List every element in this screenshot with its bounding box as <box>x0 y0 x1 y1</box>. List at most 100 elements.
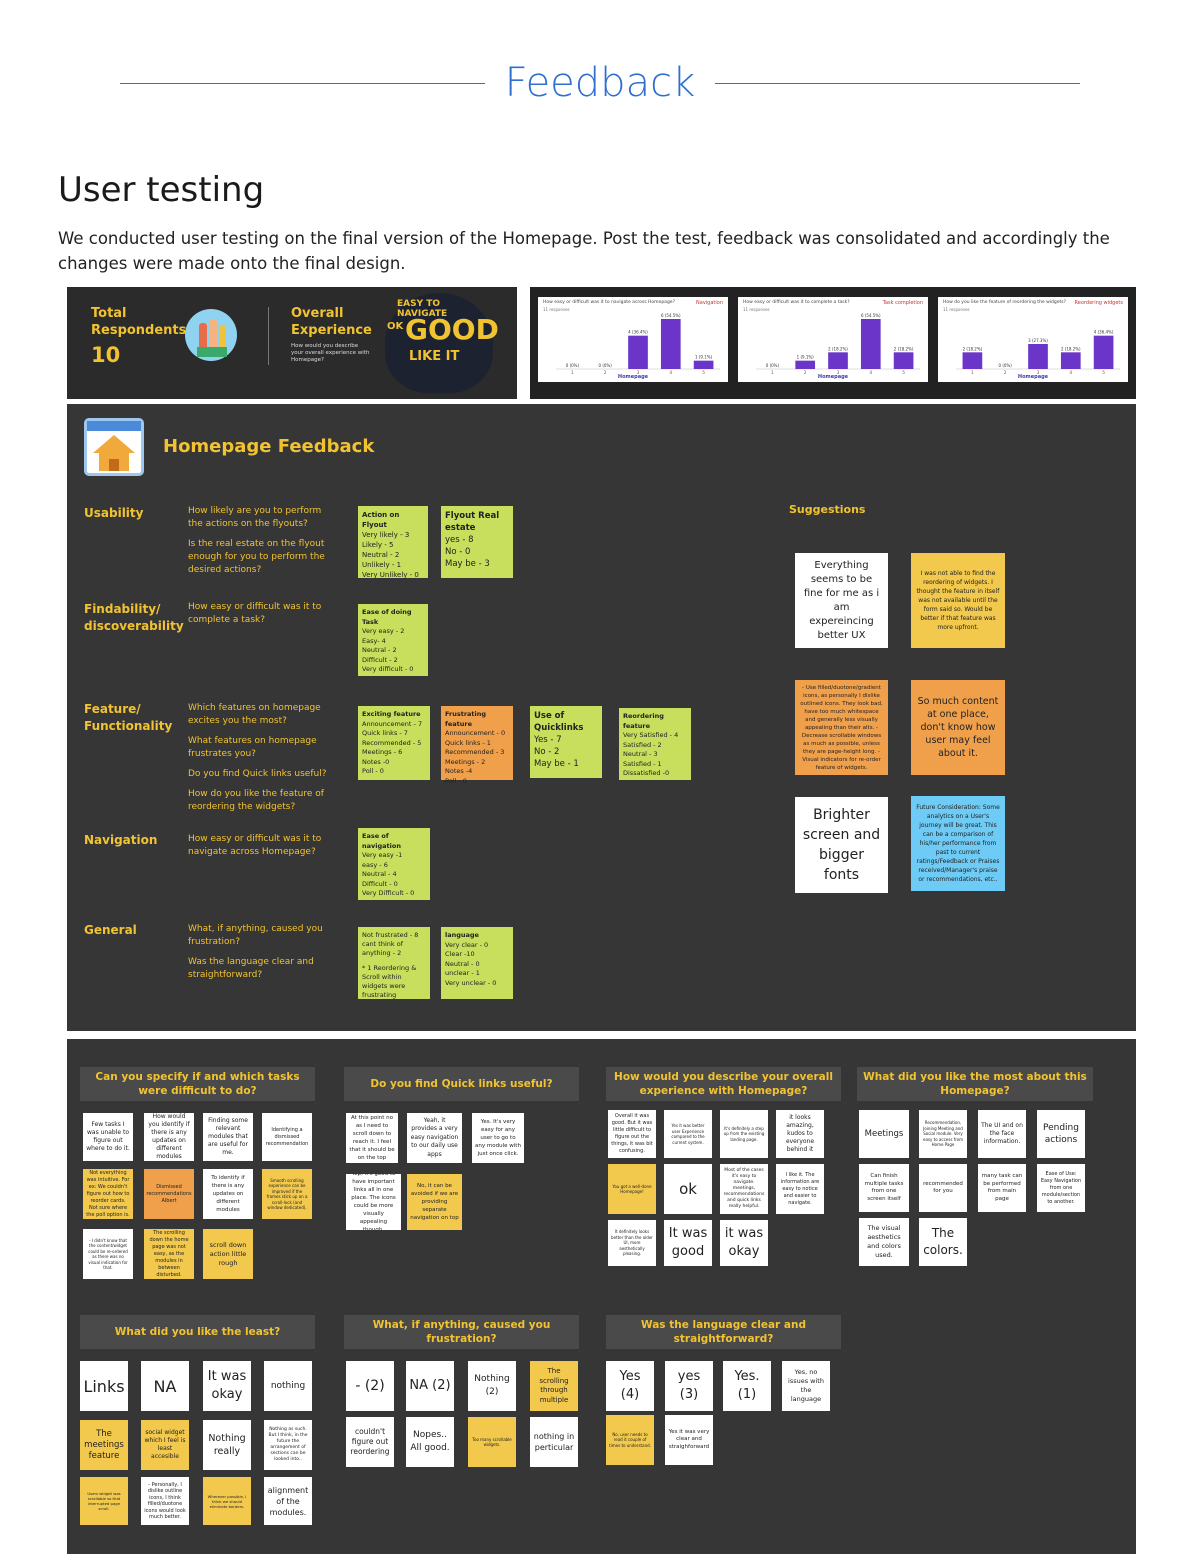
chart-bar <box>693 360 714 369</box>
questions-general: What, if anything, caused you frustratio… <box>188 924 323 980</box>
sticky-note: No, it can be avoided if we are providin… <box>407 1174 462 1230</box>
section-intro: We conducted user testing on the final v… <box>58 229 1110 273</box>
sticky-note: Yes, no issues with the language <box>782 1361 830 1411</box>
chart-tick-label: 3 <box>837 370 840 375</box>
chart-tick-label: 2 <box>804 370 807 375</box>
chart-bar <box>795 360 816 369</box>
sticky-note: Ease of Use: Easy Navigation from one mo… <box>1037 1164 1085 1212</box>
sticky-note: Dismissed recommendations Albert <box>144 1169 194 1219</box>
sticky-note: Nopes.. All good. <box>406 1417 454 1467</box>
chart-bar <box>1060 352 1081 369</box>
column-header: What did you like the most about this Ho… <box>857 1067 1093 1101</box>
divider-left <box>120 83 485 84</box>
sticky-note: couldn't figure out reordering <box>346 1417 394 1467</box>
chart-data-label: 0 (0%) <box>766 363 780 368</box>
chart-data-label: 3 (27.3%) <box>1028 338 1048 343</box>
questions-navigation: How easy or difficult was it to navigate… <box>188 834 322 857</box>
sticky-note: It definitely looks better than the olde… <box>608 1220 656 1266</box>
sticky-note: nothing <box>264 1361 312 1411</box>
category-general: General <box>84 923 137 937</box>
column-header: How would you describe your overall expe… <box>606 1067 841 1101</box>
sticky-note: Nothing (2) <box>468 1361 516 1411</box>
feedback-header: Feedback <box>0 60 1200 110</box>
chart-tick-label: 4 <box>870 370 873 375</box>
sticky-note: You got a well-done Homepage! <box>608 1164 656 1214</box>
sticky-note: social widget which I feel is least acce… <box>141 1420 189 1470</box>
wordcloud: EASY TO NAVIGATE OK GOOD LIKE IT <box>385 293 499 393</box>
chart-data-label: 1 (9.1%) <box>695 355 713 360</box>
chart-bar <box>660 319 681 369</box>
sticky-note: - I didn't know that the content/widget … <box>83 1229 133 1279</box>
suggestion-note: I was not able to find the reordering of… <box>911 553 1005 648</box>
sticky-note: nothing in perticular <box>530 1417 578 1467</box>
suggestion-note: - Use filled/duotone/gradient icons, as … <box>795 680 888 775</box>
sticky-note: Yes. It's very easy for any user to go t… <box>472 1113 524 1163</box>
chart-bar <box>860 319 881 369</box>
sticky-note: Overall it was good. But it was little d… <box>608 1110 656 1158</box>
questions-usability: How likely are you to perform the action… <box>188 506 325 575</box>
chart-bar <box>1093 335 1114 369</box>
sticky-note: The colors. <box>919 1218 967 1266</box>
sticky-note: it was okay <box>720 1220 768 1266</box>
divider-right <box>715 83 1080 84</box>
category-findability: Findability/discoverability <box>84 602 184 633</box>
sticky-note: Pending actions <box>1037 1110 1085 1158</box>
chart-tick-label: 5 <box>902 370 905 375</box>
homepage-feedback-title: Homepage Feedback <box>163 436 375 457</box>
section-title: User testing <box>58 170 265 210</box>
chart-data-label: 4 (36.4%) <box>1094 330 1114 335</box>
sticky-note: I like it. The information are easy to n… <box>776 1164 824 1214</box>
category-usability: Usability <box>84 506 144 520</box>
questions-findability: How easy or difficult was it to complete… <box>188 602 322 625</box>
column-header: Do you find Quick links useful? <box>344 1067 579 1101</box>
suggestion-note: Brighter screen and bigger fonts <box>795 797 888 893</box>
sticky-note: alignment of the modules. <box>264 1477 312 1525</box>
homepage-feedback-panel: Homepage Feedback Usability How likely a… <box>67 404 1136 1031</box>
chart-tick-label: 2 <box>1004 370 1007 375</box>
sticky-note: At this point no as I need to scroll dow… <box>346 1113 398 1163</box>
sticky-note: recommended for you <box>919 1164 967 1212</box>
page-title: Feedback <box>504 60 696 106</box>
sticky-note: Yes it was very clear and straighforward <box>665 1415 713 1465</box>
sticky-note: Yes. (1) <box>723 1361 771 1411</box>
chart-bar <box>1028 344 1048 369</box>
charts-panel: How easy or difficult was it to navigate… <box>530 287 1136 399</box>
sticky-note: scroll down action little rough <box>203 1229 253 1279</box>
chart-tick-label: 5 <box>1102 370 1105 375</box>
chart-data-label: 6 (54.5%) <box>661 313 681 318</box>
sticky-note: The UI and on the face information. <box>978 1110 1026 1158</box>
sticky-note: Most of the cases it's easy to navigate.… <box>720 1164 768 1214</box>
column-header: Can you specify if and which tasks were … <box>80 1067 315 1101</box>
chart-bar <box>828 352 848 369</box>
sticky-note: many task can be performed from main pag… <box>978 1164 1026 1212</box>
sticky-note: Not everything was intuitive. For ex: We… <box>83 1169 133 1219</box>
chart-tick-label: 2 <box>604 370 607 375</box>
chart-bar <box>628 335 648 369</box>
home-icon <box>84 418 144 476</box>
sticky-note: No, user needs to read it couple of time… <box>606 1415 654 1465</box>
sticky-note: Few tasks I was unable to figure out whe… <box>83 1113 133 1161</box>
sticky-note: Recommendation, Joining Meeting and Soci… <box>919 1110 967 1158</box>
sticky-note: - (2) <box>346 1361 394 1411</box>
category-navigation: Navigation <box>84 833 158 847</box>
sticky-note: To identify if there is any updates on d… <box>203 1169 253 1219</box>
chart-task-completion: How easy or difficult was it to complete… <box>738 297 928 382</box>
chart-data-label: 0 (0%) <box>999 363 1013 368</box>
column-header: What did you like the least? <box>80 1315 315 1349</box>
stat-divider <box>268 307 269 365</box>
chart-data-label: 4 (36.4%) <box>628 330 648 335</box>
chart-bar <box>962 352 983 369</box>
sticky-note: The scrolling through multiple <box>530 1361 578 1411</box>
chart-data-label: 1 (9.1%) <box>797 355 815 360</box>
raised-hands-icon <box>185 309 237 361</box>
overall-subtitle: How would you describe your overall expe… <box>291 343 370 363</box>
